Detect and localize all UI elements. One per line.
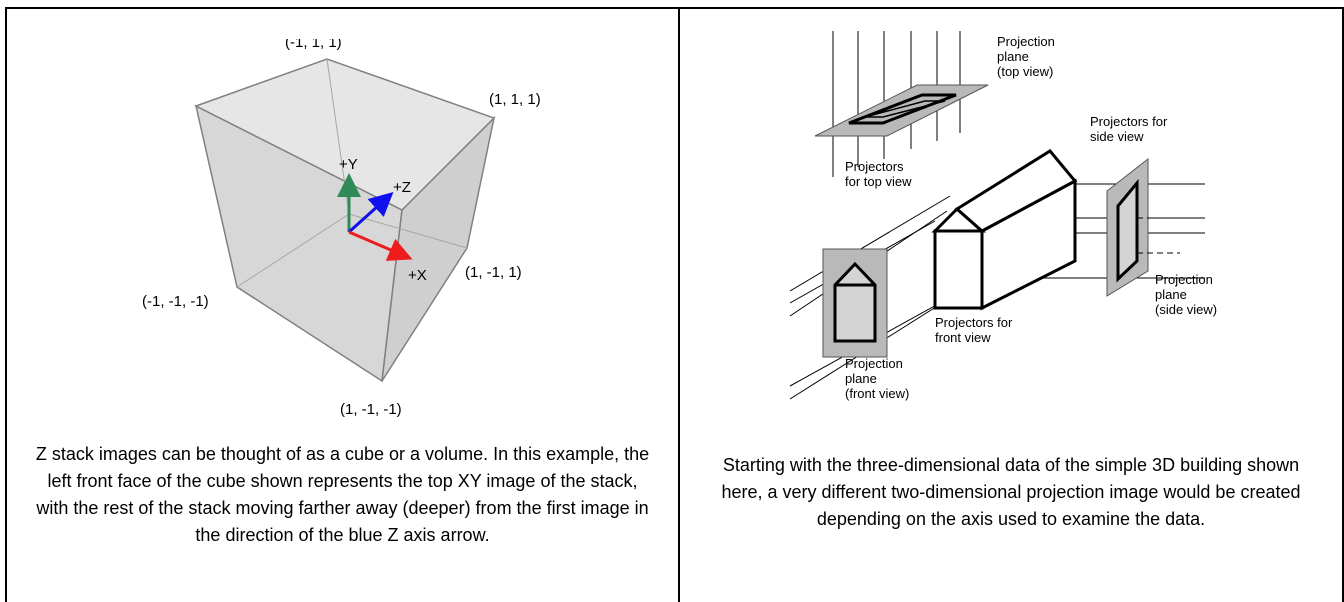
- top-view-outline: [848, 93, 957, 125]
- house-3d: [931, 149, 1078, 311]
- cube-hidden-edge: [236, 213, 350, 288]
- projection-diagram: Projection plane (top view) Projectors f…: [785, 21, 1265, 416]
- front-view-house: [833, 261, 877, 343]
- corner-label: (1, -1, 1): [465, 264, 522, 281]
- svg-text:plane: plane: [997, 49, 1029, 64]
- corner-label: (1, 1, 1): [489, 91, 541, 108]
- svg-text:(side view): (side view): [1155, 302, 1217, 317]
- label-projectors-front: Projectors for front view: [935, 315, 1013, 345]
- z-axis-arrow: [347, 191, 394, 234]
- top-projection-plane: [814, 84, 989, 137]
- svg-text:for top view: for top view: [845, 174, 912, 189]
- top-view-inner: [864, 100, 946, 118]
- svg-text:(front view): (front view): [845, 386, 909, 401]
- label-projectors-top: Projectors for top view: [845, 159, 912, 189]
- y-axis-label: +Y: [339, 156, 358, 173]
- projection-panel: Projection plane (top view) Projectors f…: [680, 7, 1344, 602]
- corner-label: (-1, -1, -1): [142, 293, 209, 310]
- svg-text:plane: plane: [1155, 287, 1187, 302]
- label-projection-plane-front: Projection plane (front view): [845, 356, 909, 401]
- svg-text:plane: plane: [845, 371, 877, 386]
- svg-text:Projectors for: Projectors for: [935, 315, 1013, 330]
- svg-text:Projection: Projection: [997, 34, 1055, 49]
- cube-top-face: [194, 58, 496, 211]
- svg-text:Projection: Projection: [1155, 272, 1213, 287]
- corner-label: (-1, 1, 1): [285, 39, 342, 51]
- svg-text:Projection: Projection: [845, 356, 903, 371]
- z-axis-label: +Z: [393, 179, 411, 196]
- x-axis-label: +X: [408, 267, 427, 284]
- svg-text:side view: side view: [1090, 129, 1144, 144]
- cube-panel: +Y +Z +X (-1, 1, 1) (1, 1, 1) (1, -1, 1)…: [5, 7, 680, 602]
- label-projection-plane-top: Projection plane (top view): [997, 34, 1055, 79]
- svg-text:Projectors: Projectors: [845, 159, 904, 174]
- cube-svg: +Y +Z +X (-1, 1, 1) (1, 1, 1) (1, -1, 1)…: [142, 34, 541, 418]
- label-projectors-side: Projectors for side view: [1090, 114, 1168, 144]
- corner-label: (1, -1, -1): [340, 401, 402, 418]
- projection-svg: Projection plane (top view) Projectors f…: [789, 31, 1217, 401]
- cube-hidden-edge: [348, 213, 468, 249]
- top-projector-lines: [832, 31, 961, 177]
- side-view-outline: [1116, 178, 1139, 283]
- svg-text:Projectors for: Projectors for: [1090, 114, 1168, 129]
- projection-caption: Starting with the three-dimensional data…: [721, 455, 1301, 529]
- svg-text:(top view): (top view): [997, 64, 1053, 79]
- x-axis-arrow: [348, 230, 413, 261]
- label-projection-plane-side: Projection plane (side view): [1155, 272, 1217, 317]
- cube-caption: Z stack images can be thought of as a cu…: [35, 444, 650, 545]
- cube-diagram: +Y +Z +X (-1, 1, 1) (1, 1, 1) (1, -1, 1)…: [127, 34, 567, 429]
- svg-text:front view: front view: [935, 330, 991, 345]
